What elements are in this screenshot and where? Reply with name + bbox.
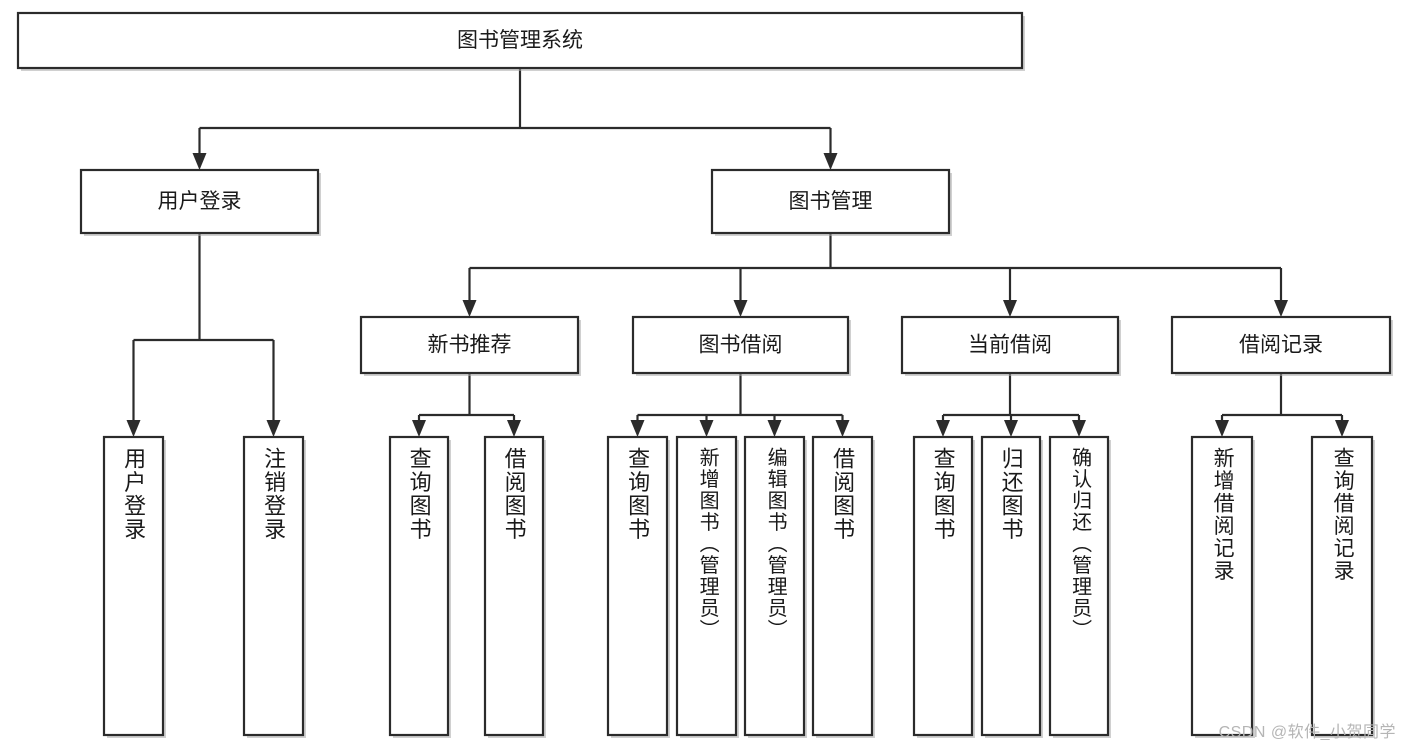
- arrow-head-icon: [630, 420, 645, 437]
- node-label-borrow-records: 借阅记录: [1239, 334, 1323, 357]
- arrow-head-icon: [126, 420, 141, 437]
- arrow-head-icon: [412, 420, 426, 437]
- arrow-head-icon: [192, 153, 207, 170]
- node-box-book-borrow[interactable]: [631, 315, 850, 375]
- node-box-new-book-recommend[interactable]: [359, 315, 580, 375]
- node-box-root[interactable]: [16, 11, 1024, 70]
- node-box-query-book-3[interactable]: [912, 435, 974, 737]
- node-label-book-borrow: 图书借阅: [699, 334, 783, 357]
- arrow-head-icon: [266, 420, 281, 437]
- arrow-head-icon: [823, 153, 838, 170]
- arrow-head-icon: [733, 300, 748, 317]
- node-box-user-login[interactable]: [79, 168, 320, 235]
- arrow-head-icon: [835, 420, 850, 437]
- arrow-head-icon: [936, 420, 950, 437]
- node-box-borrow-records[interactable]: [1170, 315, 1392, 375]
- watermark: CSDN @软件_小贺同学: [1218, 724, 1396, 741]
- arrow-head-icon: [1003, 300, 1017, 317]
- node-box-edit-book[interactable]: [743, 435, 806, 737]
- arrow-head-icon: [1274, 300, 1288, 317]
- node-box-borrow-book-2[interactable]: [811, 435, 874, 737]
- node-box-user-login-do[interactable]: [102, 435, 165, 737]
- node-label-book-management: 图书管理: [789, 190, 873, 213]
- node-box-user-logout[interactable]: [242, 435, 305, 737]
- node-box-query-book-1[interactable]: [388, 435, 450, 737]
- node-box-book-management[interactable]: [710, 168, 951, 235]
- arrow-head-icon: [1004, 420, 1018, 437]
- node-box-query-borrow-record[interactable]: [1310, 435, 1374, 737]
- node-box-return-book[interactable]: [980, 435, 1042, 737]
- arrow-head-icon: [699, 420, 714, 437]
- node-label-user-login: 用户登录: [158, 190, 242, 213]
- arrow-head-icon: [1072, 420, 1086, 437]
- arrow-head-icon: [507, 420, 521, 437]
- node-box-current-borrow[interactable]: [900, 315, 1120, 375]
- node-box-borrow-book-1[interactable]: [483, 435, 545, 737]
- node-box-add-borrow-record[interactable]: [1190, 435, 1254, 737]
- arrow-head-icon: [767, 420, 782, 437]
- node-box-confirm-return[interactable]: [1048, 435, 1110, 737]
- arrow-head-icon: [462, 300, 477, 317]
- arrow-head-icon: [1215, 420, 1229, 437]
- node-box-add-book[interactable]: [675, 435, 738, 737]
- arrow-head-icon: [1335, 420, 1349, 437]
- node-layer: [16, 11, 1393, 738]
- node-box-query-book-2[interactable]: [606, 435, 669, 737]
- connector-layer: [126, 68, 1349, 437]
- node-label-current-borrow: 当前借阅: [968, 334, 1052, 357]
- node-label-new-book-recommend: 新书推荐: [428, 334, 512, 357]
- node-label-root: 图书管理系统: [457, 29, 583, 52]
